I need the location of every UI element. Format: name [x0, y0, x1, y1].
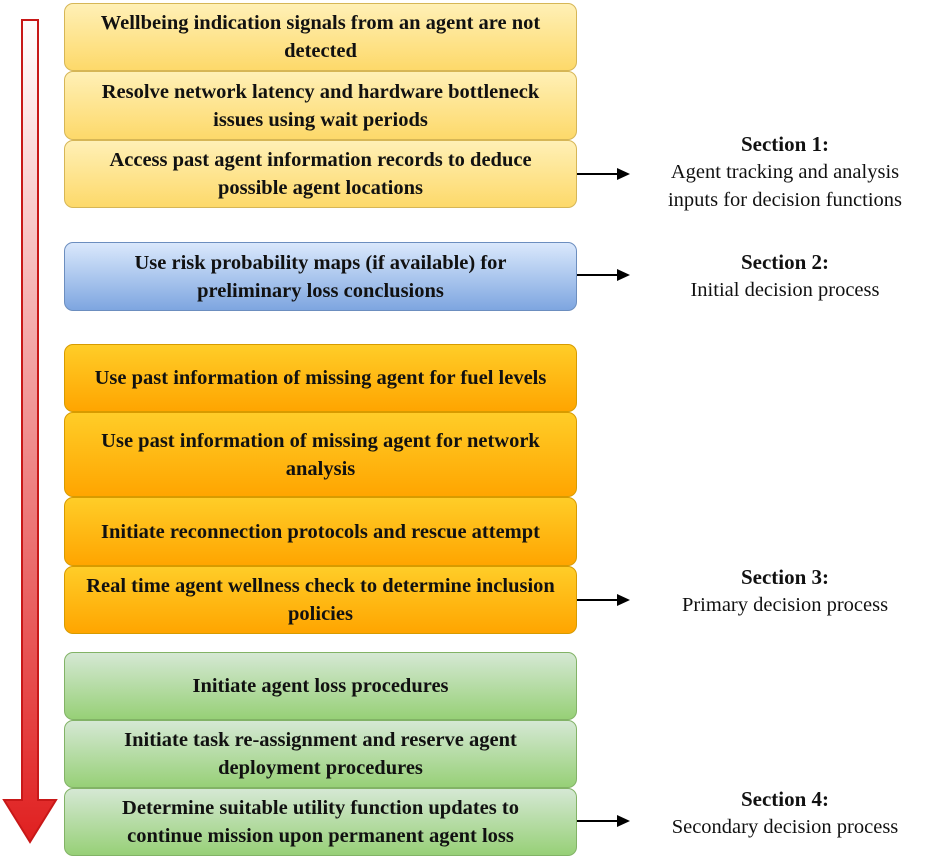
step-box-network-analysis: Use past information of missing agent fo…	[64, 412, 577, 497]
step-text: Access past agent information records to…	[109, 149, 532, 199]
step-box-agent-loss-procedures: Initiate agent loss procedures	[64, 652, 577, 720]
step-box-access-past-records: Access past agent information records to…	[64, 140, 577, 208]
step-box-reconnection-protocols: Initiate reconnection protocols and resc…	[64, 497, 577, 566]
section-title: Section 4:	[740, 787, 830, 811]
section-description: Initial decision process	[690, 279, 880, 301]
section-label-3: Section 3: Primary decision process	[640, 563, 930, 619]
step-text: Use past information of missing agent fo…	[101, 429, 540, 480]
section-title: Section 2:	[740, 250, 830, 274]
section-description: Primary decision process	[681, 594, 889, 616]
step-box-resolve-latency: Resolve network latency and hardware bot…	[64, 71, 577, 140]
step-text: Initiate agent loss procedures	[192, 675, 449, 697]
right-arrow-icon	[577, 594, 630, 606]
section-description: Agent tracking and analysis inputs for d…	[667, 161, 902, 211]
step-text: Initiate reconnection protocols and resc…	[101, 520, 540, 543]
section-label-4: Section 4: Secondary decision process	[640, 785, 930, 841]
section-label-1: Section 1: Agent tracking and analysis i…	[640, 130, 930, 214]
section-description: Secondary decision process	[671, 816, 899, 838]
section-title: Section 3:	[740, 565, 830, 589]
right-arrow-icon	[577, 815, 630, 827]
step-box-risk-probability-maps: Use risk probability maps (if available)…	[64, 242, 577, 311]
step-text: Use risk probability maps (if available)…	[134, 251, 507, 302]
step-box-wellness-check: Real time agent wellness check to determ…	[64, 566, 577, 634]
step-text: Resolve network latency and hardware bot…	[101, 80, 540, 131]
step-box-signals-not-detected: Wellbeing indication signals from an age…	[64, 3, 577, 71]
timeline-down-arrow	[2, 19, 58, 844]
step-text: Real time agent wellness check to determ…	[86, 575, 555, 625]
step-box-fuel-levels: Use past information of missing agent fo…	[64, 344, 577, 412]
step-text: Wellbeing indication signals from an age…	[100, 12, 541, 62]
step-box-utility-function-updates: Determine suitable utility function upda…	[64, 788, 577, 856]
right-arrow-icon	[577, 269, 630, 281]
step-text: Determine suitable utility function upda…	[122, 797, 519, 847]
step-text: Initiate task re-assignment and reserve …	[124, 729, 517, 779]
section-label-2: Section 2: Initial decision process	[640, 248, 930, 304]
step-text: Use past information of missing agent fo…	[94, 367, 547, 389]
right-arrow-icon	[577, 168, 630, 180]
section-title: Section 1:	[740, 132, 830, 156]
step-box-task-reassignment: Initiate task re-assignment and reserve …	[64, 720, 577, 788]
